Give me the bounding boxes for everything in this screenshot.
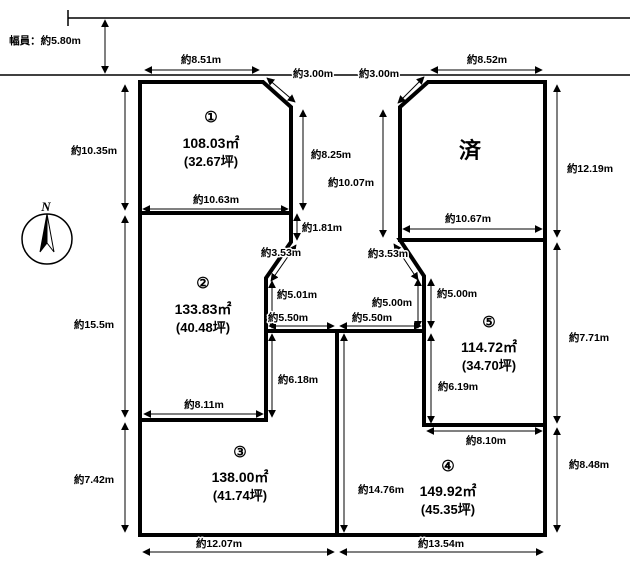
dim-5-50-right: 約5.50m	[352, 311, 392, 324]
dim-5-00-b: 約5.00m	[437, 287, 477, 300]
dim-p5-bottom: 約8.10m	[466, 434, 506, 447]
dim-p4-depth: 約14.76m	[358, 483, 404, 496]
plot-4-tsubo: (45.35坪)	[421, 502, 475, 517]
dim-6-18: 約6.18m	[278, 373, 318, 386]
dim-3-53-left: 約3.53m	[261, 246, 301, 259]
plot-5-area: 114.72㎡	[461, 339, 517, 355]
dim-5-01: 約5.01m	[277, 288, 317, 301]
dim-p4-right: 約8.48m	[569, 458, 609, 471]
dim-5-00-a: 約5.00m	[372, 296, 412, 309]
road-width-label: 幅員：約5.80m	[9, 34, 81, 47]
dim-arrow-3-53-right	[393, 243, 419, 281]
plot-3-number: ③	[233, 444, 246, 461]
north-label: N	[40, 199, 51, 214]
dim-sold-right: 約12.19m	[567, 162, 613, 175]
dim-sold-left: 約10.07m	[328, 176, 374, 189]
dim-splay-right: 約3.00m	[359, 67, 399, 80]
dim-sold-bottom: 約10.67m	[445, 212, 491, 225]
dim-p1-bottom: 約10.63m	[193, 193, 239, 206]
plot-5-tsubo: (34.70坪)	[462, 358, 516, 373]
dim-sold-frontage: 約8.52m	[467, 53, 507, 66]
dim-p3-left: 約7.42m	[74, 473, 114, 486]
plot-4-number: ④	[441, 458, 454, 475]
dim-p4-bottom: 約13.54m	[418, 537, 464, 550]
dim-p1-right: 約8.25m	[311, 148, 351, 161]
plot-1-label: ① 108.03㎡ (32.67坪)	[183, 109, 240, 169]
plot-1-number: ①	[204, 109, 217, 126]
plot-4-label: ④ 149.92㎡ (45.35坪)	[420, 458, 477, 517]
plot-1-outline	[138, 80, 293, 215]
plot-2-number: ②	[196, 275, 209, 292]
plot-2-area: 133.83㎡	[175, 301, 232, 317]
dim-p1-left: 約10.35m	[71, 144, 117, 157]
compass-needle-dark	[39, 213, 48, 253]
plot-1-tsubo: (32.67坪)	[184, 154, 238, 169]
plot-sold-label: 済	[459, 138, 482, 163]
dim-p3-bottom: 約12.07m	[196, 537, 242, 550]
dim-arrow-splay-left	[266, 77, 296, 103]
dim-p2-left: 約15.5m	[74, 318, 114, 331]
plot-sold-status: 済	[459, 138, 482, 163]
plot-5-label: ⑤ 114.72㎡ (34.70坪)	[461, 314, 517, 373]
plot-2-label: ② 133.83㎡ (40.48坪)	[175, 275, 232, 335]
north-compass: N	[21, 199, 73, 265]
plot-5-outline	[396, 238, 547, 427]
plot-5-number: ⑤	[482, 314, 495, 331]
dim-3-53-right: 約3.53m	[368, 247, 408, 260]
plot-2-tsubo: (40.48坪)	[176, 320, 230, 335]
plot-3-label: ③ 138.00㎡ (41.74坪)	[212, 444, 269, 503]
dim-arrow-splay-right	[397, 76, 425, 104]
plot-3-tsubo: (41.74坪)	[213, 488, 267, 503]
dim-6-19: 約6.19m	[438, 380, 478, 393]
dim-1-81: 約1.81m	[302, 221, 342, 234]
dim-p2-bottom: 約8.11m	[184, 398, 224, 411]
compass-needle-light	[46, 213, 55, 253]
plot-1-area: 108.03㎡	[183, 135, 240, 151]
plot-4-area: 149.92㎡	[420, 483, 477, 499]
plot-3-area: 138.00㎡	[212, 469, 269, 485]
dim-p1-frontage: 約8.51m	[181, 53, 221, 66]
dim-p5-right: 約7.71m	[569, 331, 609, 344]
dim-splay-left: 約3.00m	[293, 67, 333, 80]
dim-5-50-left: 約5.50m	[268, 311, 308, 324]
dim-arrow-3-53-left	[270, 244, 297, 282]
